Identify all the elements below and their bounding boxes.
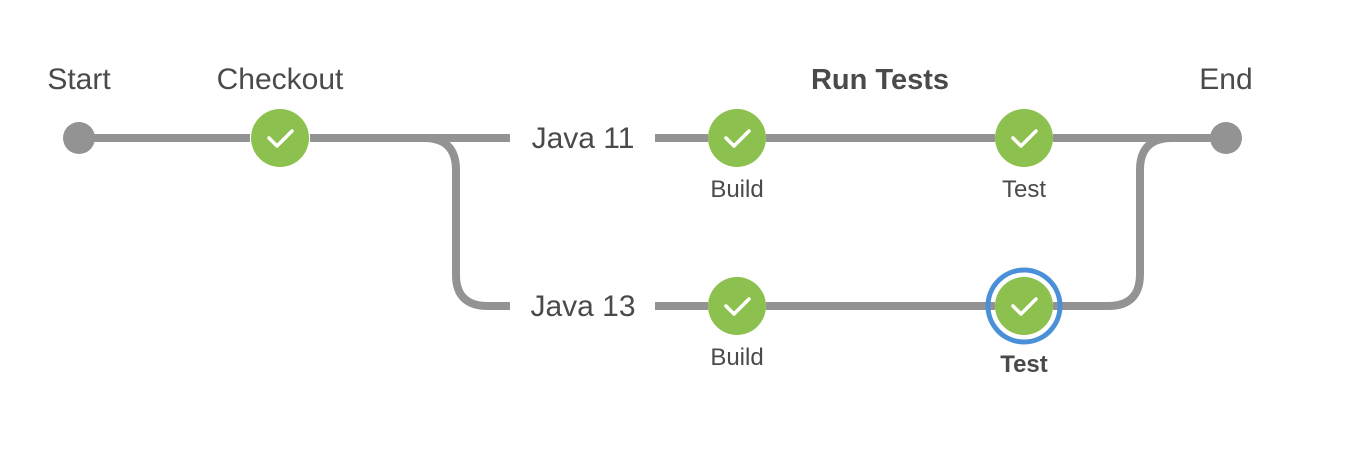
- success-status-circle: [251, 109, 309, 167]
- checkout-label: Checkout: [217, 63, 344, 96]
- java13-build-node[interactable]: [708, 277, 766, 335]
- checkmark-icon: [1011, 129, 1038, 148]
- java13-build-label: Build: [710, 344, 763, 371]
- success-status-circle: [995, 109, 1053, 167]
- end-label: End: [1199, 63, 1252, 96]
- end-node[interactable]: [1210, 122, 1242, 154]
- java11-test-node[interactable]: [995, 109, 1053, 167]
- checkmark-icon: [724, 297, 751, 316]
- edge-java13-test-join: [1053, 134, 1200, 310]
- pipeline-edges: [79, 134, 1226, 310]
- java11-build-label: Build: [710, 176, 763, 203]
- success-status-circle: [708, 277, 766, 335]
- start-node[interactable]: [63, 122, 95, 154]
- selected-ring: [985, 267, 1063, 345]
- java13-test-node[interactable]: [985, 267, 1063, 345]
- java11-build-node[interactable]: [708, 109, 766, 167]
- java11-test-label: Test: [1002, 176, 1046, 203]
- success-status-circle: [708, 109, 766, 167]
- checkmark-icon: [267, 129, 294, 148]
- start-label: Start: [47, 63, 111, 96]
- checkmark-icon: [1011, 297, 1038, 316]
- edge-fork-java13: [423, 134, 510, 310]
- checkmark-icon: [724, 129, 751, 148]
- java13-test-label: Test: [1000, 351, 1048, 378]
- success-status-circle: [995, 277, 1053, 335]
- branch-label-java11: Java 11: [532, 122, 635, 155]
- branch-label-java13: Java 13: [530, 290, 635, 323]
- checkout-node[interactable]: [251, 109, 309, 167]
- parallel-group-label: Run Tests: [811, 64, 949, 96]
